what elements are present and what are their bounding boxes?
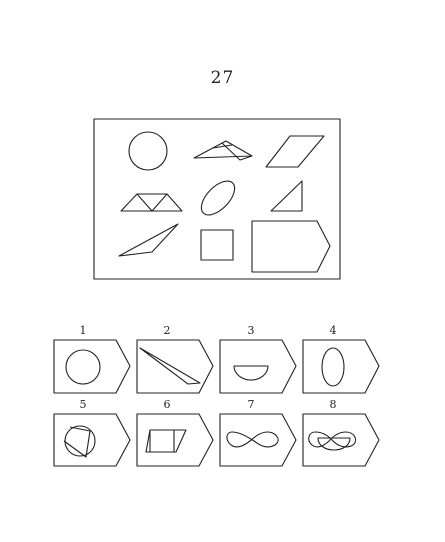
option-tile-7[interactable] (219, 413, 297, 467)
option-label-7: 7 (247, 398, 255, 411)
option-label-2: 2 (163, 324, 171, 337)
matrix-circle (128, 131, 168, 171)
matrix-right-triangle (270, 180, 303, 212)
option-tile-6[interactable] (136, 413, 214, 467)
option-tile-5[interactable] (53, 413, 131, 467)
matrix-ellipse (200, 180, 236, 216)
matrix-roof-figure (193, 140, 253, 161)
matrix-double-triangle (120, 193, 183, 212)
option-tile-1[interactable] (53, 339, 131, 394)
matrix-parallelogram (265, 135, 325, 168)
option-label-4: 4 (329, 324, 337, 337)
option-label-5: 5 (79, 398, 87, 411)
option-tile-2[interactable] (136, 339, 214, 394)
matrix-frame (93, 118, 341, 280)
option-label-6: 6 (163, 398, 171, 411)
option-tile-3[interactable] (219, 339, 297, 394)
option-label-3: 3 (247, 324, 255, 337)
option-label-8: 8 (329, 398, 337, 411)
option-tile-4[interactable] (302, 339, 380, 394)
puzzle-number: 27 (210, 68, 235, 88)
option-tile-8[interactable] (302, 413, 380, 467)
matrix-square (200, 229, 234, 261)
matrix-pentagon (251, 220, 331, 273)
option-label-1: 1 (79, 324, 87, 337)
matrix-thin-triangle (118, 223, 179, 257)
